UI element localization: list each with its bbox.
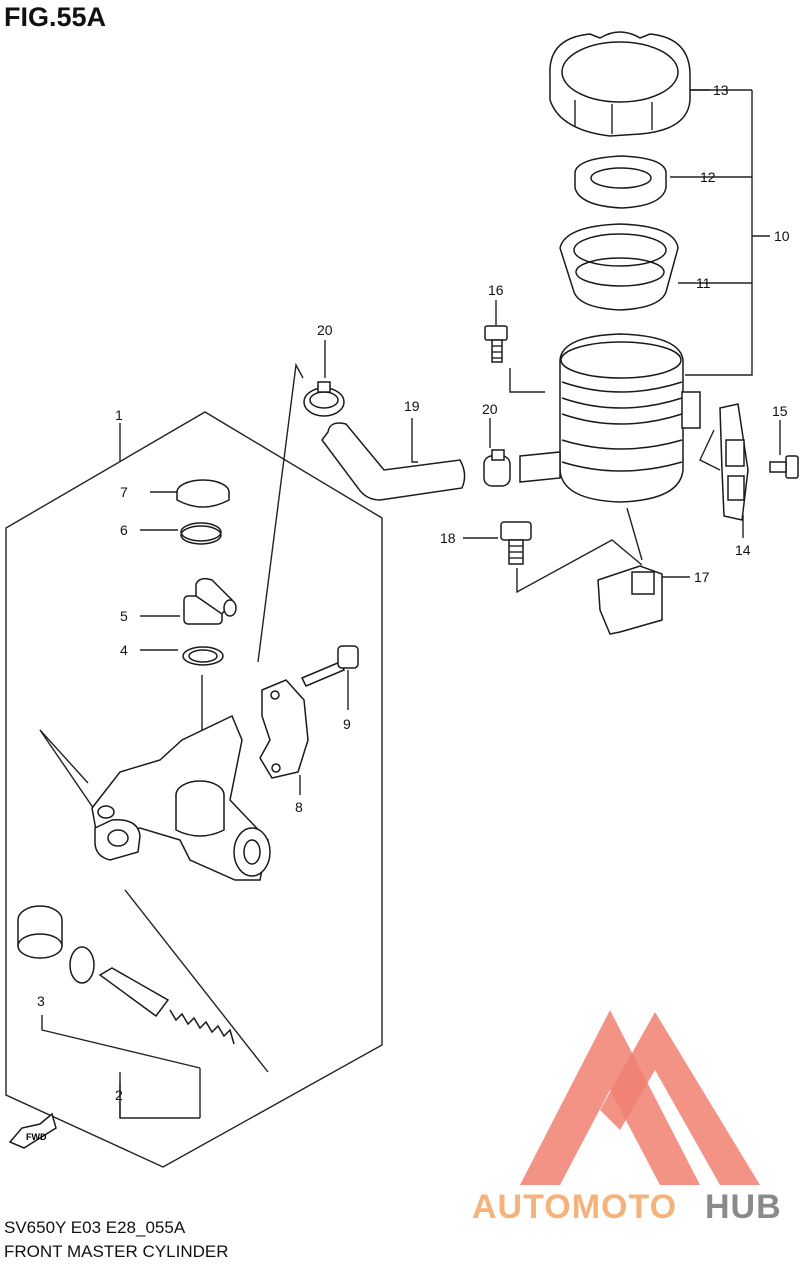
callout-20-lower: 20 xyxy=(482,401,498,417)
callout-8: 8 xyxy=(295,799,303,815)
callout-7: 7 xyxy=(120,484,128,500)
watermark-text-part1: AUTOMOTO xyxy=(472,1188,677,1226)
callout-6: 6 xyxy=(120,522,128,538)
part-9-bolt xyxy=(300,645,359,687)
callout-19: 19 xyxy=(404,398,420,414)
part-18-bolt xyxy=(500,521,532,565)
callout-18: 18 xyxy=(440,530,456,546)
part-16-screw xyxy=(484,325,508,363)
fwd-label: FWD xyxy=(26,1132,47,1142)
piston-circlip xyxy=(69,946,95,984)
callout-3: 3 xyxy=(37,993,45,1009)
callout-10: 10 xyxy=(774,228,790,244)
callout-5: 5 xyxy=(120,608,128,624)
callout-14: 14 xyxy=(735,542,751,558)
part-12-plate xyxy=(574,155,667,209)
part-6-circlip xyxy=(180,522,222,545)
callout-9: 9 xyxy=(343,716,351,732)
callout-17: 17 xyxy=(694,569,710,585)
callout-13: 13 xyxy=(713,82,729,98)
part-7-cap xyxy=(176,479,230,508)
part-20-clamp-reservoir xyxy=(483,449,511,487)
figure-model-code: SV650Y E03 E28_055A xyxy=(4,1218,186,1237)
part-14-bracket xyxy=(719,403,749,521)
callout-11: 11 xyxy=(696,275,711,291)
leader-lines xyxy=(39,89,781,1119)
part-13-reservoir-cap xyxy=(549,31,691,137)
watermark-triangle xyxy=(520,1010,700,1185)
callout-16: 16 xyxy=(488,282,504,298)
callout-1: 1 xyxy=(115,407,123,423)
figure-name: FRONT MASTER CYLINDER xyxy=(4,1242,229,1261)
part-2-piston-kit xyxy=(98,967,235,1045)
part-20-clamp-hose xyxy=(303,381,345,417)
part-10-reservoir-tank xyxy=(519,333,701,503)
callout-20-upper: 20 xyxy=(317,322,333,338)
callout-12: 12 xyxy=(700,169,716,185)
figure-title: FIG.55A xyxy=(4,2,107,32)
part-8-holder xyxy=(259,679,309,779)
part-15-bolt xyxy=(769,455,799,479)
part-4-o-ring xyxy=(182,646,224,666)
part-11-diaphragm xyxy=(559,223,679,311)
part-5-elbow-fitting xyxy=(183,577,237,625)
assembly-outline xyxy=(5,411,383,1168)
watermark-logo: AUTOMOTO HUB xyxy=(472,1010,782,1226)
master-cylinder-body xyxy=(91,714,271,881)
watermark-text-part2: HUB xyxy=(705,1188,782,1226)
part-17-bracket xyxy=(597,565,663,635)
callout-4: 4 xyxy=(120,642,128,658)
callout-labels: 1 2 3 4 5 6 7 8 9 10 11 12 13 14 15 16 1… xyxy=(37,82,790,1103)
part-19-hose xyxy=(321,422,466,501)
callout-15: 15 xyxy=(772,403,788,419)
callout-2: 2 xyxy=(115,1087,123,1103)
part-3-boot xyxy=(17,905,63,959)
fwd-arrow: FWD xyxy=(8,1112,57,1149)
